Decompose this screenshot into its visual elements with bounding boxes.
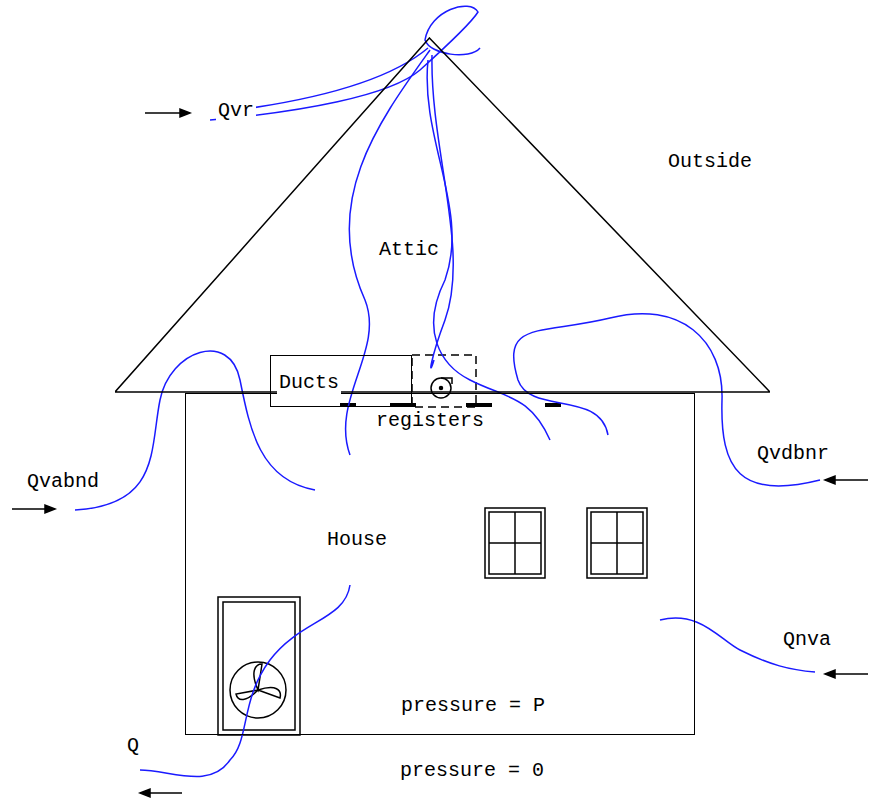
attic-label: Attic xyxy=(377,239,441,261)
roof-outline xyxy=(115,37,770,393)
house-label: House xyxy=(325,529,389,551)
register-label: registers xyxy=(374,410,486,432)
flow-label: Qvr xyxy=(216,100,256,122)
flow-label: Qnva xyxy=(781,629,833,651)
attic-zone: Attic xyxy=(115,37,770,393)
pressure-label: pressure = 0 xyxy=(398,760,546,782)
pressure-label: pressure = P xyxy=(399,695,547,717)
house-zone: House pressure = P xyxy=(185,393,695,735)
duct-box: Ducts xyxy=(270,355,412,407)
flow-label: Qvdbnr xyxy=(755,443,831,465)
duct-label: Ducts xyxy=(277,372,341,394)
flow-label: Q xyxy=(125,735,141,757)
flow-label: Qvabnd xyxy=(25,471,101,493)
region-label: Outside xyxy=(666,151,754,173)
